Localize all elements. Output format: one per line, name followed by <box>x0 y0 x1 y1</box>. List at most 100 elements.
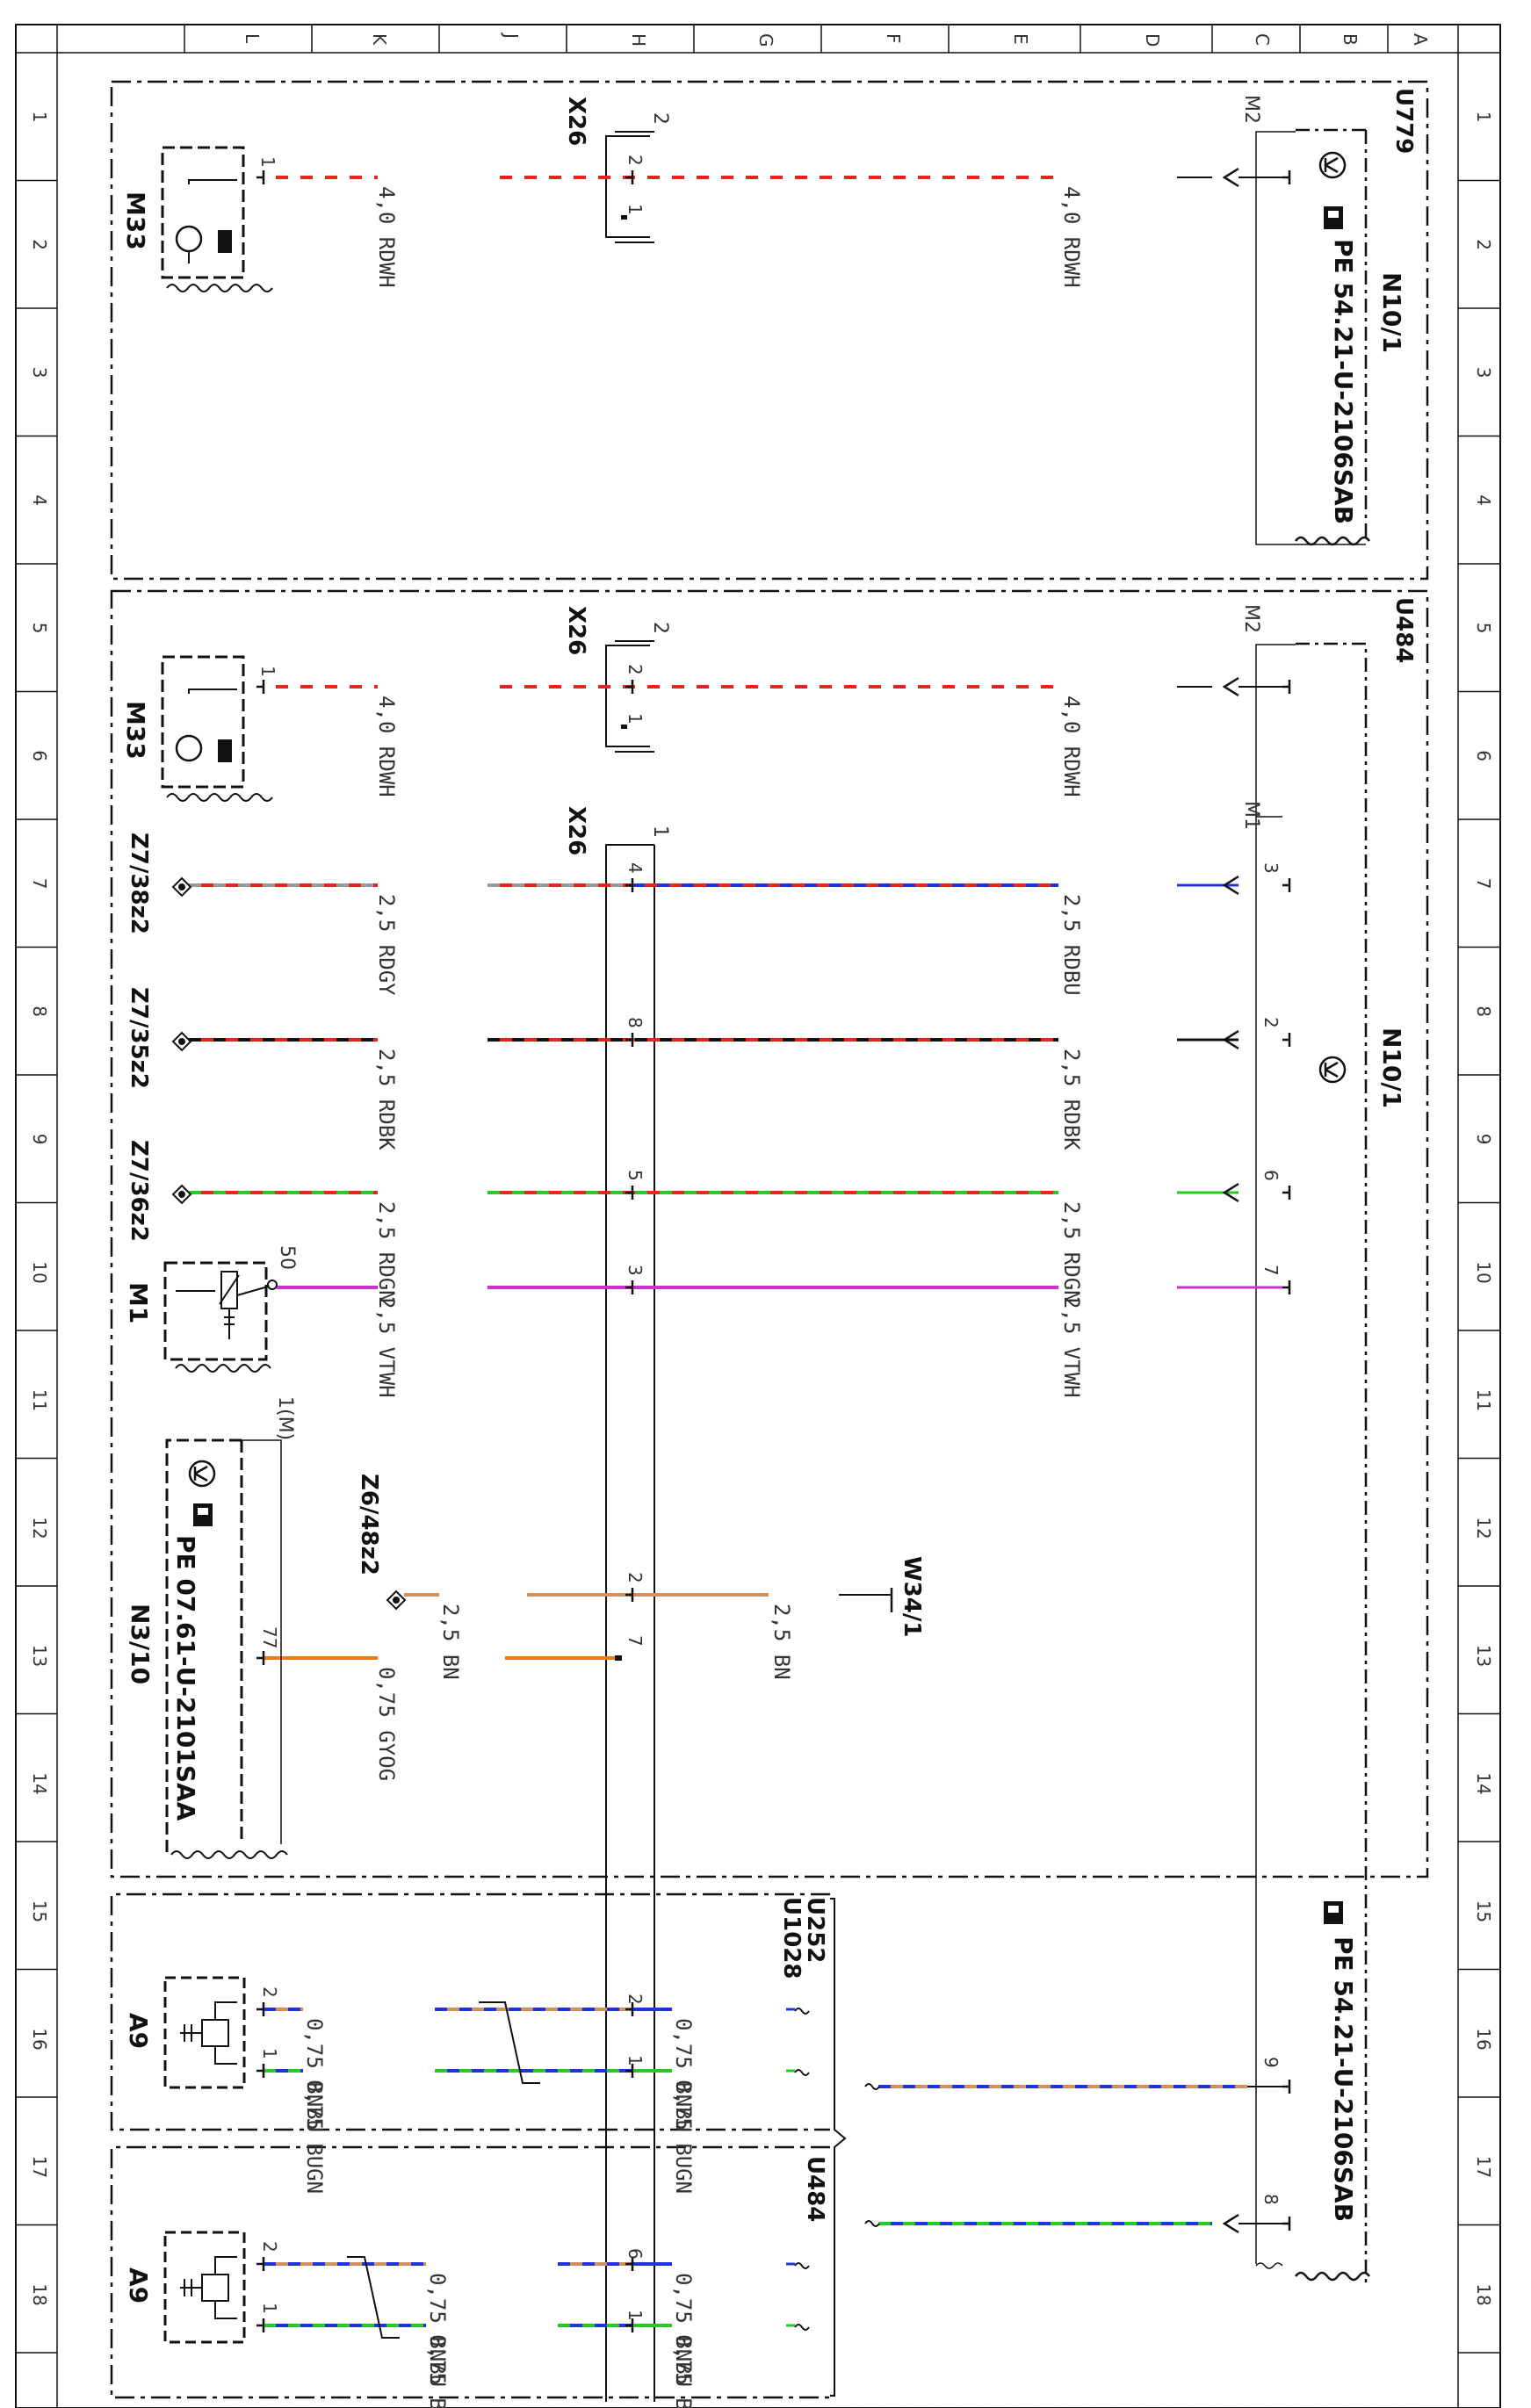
grid-row-label: 13 <box>1473 1645 1494 1667</box>
w34-1-label: W34/1 <box>899 1556 925 1637</box>
x26-main-num: 1 <box>649 825 671 838</box>
grid-row-label: 8 <box>1473 1006 1494 1017</box>
pin-m33t-1: 1 <box>257 156 278 168</box>
wire-continuation-marks <box>794 2008 880 2331</box>
grid-row-label: 17 <box>1473 2156 1494 2178</box>
pin-x26-1c: 1 <box>625 2310 646 2321</box>
grid-row-label: 3 <box>29 367 50 379</box>
grid-row-label: 10 <box>1473 1261 1494 1283</box>
pin-terminal <box>1282 878 1291 892</box>
m1-label: M1 <box>124 1282 153 1323</box>
pin-x26-6: 6 <box>625 2248 646 2260</box>
m33-top-motor <box>161 146 273 292</box>
wire-label: 2,5 RDGN <box>1059 1201 1084 1303</box>
pin-terminal <box>1282 1033 1291 1047</box>
wire-twist <box>479 2001 540 2084</box>
pin-x26-1b: 1 <box>625 2055 646 2066</box>
grid-row-label: 15 <box>1473 1900 1494 1922</box>
a9-upper-relay <box>163 1976 246 2089</box>
grid-row-label: 2 <box>29 239 50 250</box>
pin-a9l-2: 2 <box>259 2241 280 2253</box>
motor-icon <box>175 225 203 253</box>
wire-label: 4,0 RDWH <box>374 696 399 797</box>
pin-terminal <box>625 1186 634 1200</box>
pin-terminal <box>256 170 265 184</box>
wire-twist <box>347 2256 400 2339</box>
a9-lower-relay <box>163 2231 246 2344</box>
transistor-icon <box>1318 1056 1347 1084</box>
group-label-u484-lower: U484 <box>802 2156 828 2222</box>
pin-n10-8: 8 <box>1260 2194 1282 2205</box>
pin-terminal <box>625 2064 634 2078</box>
pin-x26t-1: 1 <box>625 204 646 215</box>
grid-row-label: 9 <box>29 1134 50 1145</box>
connector-arrow <box>1222 2213 1239 2234</box>
pin-terminal <box>256 680 265 694</box>
grid-row-label: 11 <box>29 1389 50 1411</box>
z7-36-label: Z7/36z2 <box>126 1140 152 1242</box>
n10-1-top-label: N10/1 <box>1377 272 1406 353</box>
a9-upper-label: A9 <box>124 2013 153 2049</box>
wire-label: 2,5 RDBK <box>1059 1049 1084 1150</box>
pin-terminal <box>625 2318 634 2332</box>
m33-mid-label: M33 <box>121 701 150 760</box>
grid-row-label: 11 <box>1473 1389 1494 1411</box>
x26-mid-connector <box>605 640 654 753</box>
a9-lower-label: A9 <box>124 2267 153 2303</box>
pin-x26-3: 3 <box>625 1265 646 1276</box>
grid-row-label: 14 <box>1473 1772 1494 1794</box>
grid-row-label: 6 <box>1473 750 1494 761</box>
grid-row-label: 4 <box>29 494 50 506</box>
pin-terminal <box>625 1588 634 1602</box>
z7-35-label: Z7/35z2 <box>126 987 152 1089</box>
connector-m1: M1 <box>1240 801 1262 830</box>
z7-38-label: Z7/38z2 <box>126 833 152 934</box>
x26-mid-label: X26 <box>563 606 589 655</box>
grid-row-label: 12 <box>1473 1517 1494 1539</box>
n10-1-enclosure-break <box>1255 2262 1283 2269</box>
wire-label: 2,5 VTWH <box>1059 1296 1084 1398</box>
connector-arrow <box>1222 875 1239 896</box>
grid-row-label: 18 <box>29 2283 50 2305</box>
wire-label: 2,5 RDGN <box>374 1201 399 1303</box>
pin-x26-8: 8 <box>625 1017 646 1028</box>
n3-10-pin-m: 1(M) <box>274 1396 296 1440</box>
transistor-icon <box>188 1460 216 1488</box>
hand-pointer-icon <box>1324 206 1343 229</box>
wire-label: 0,75 BNBU <box>671 2018 696 2132</box>
pin-terminal <box>625 1280 634 1294</box>
ground-point-icon <box>171 876 192 898</box>
hand-pointer-icon <box>1324 1901 1343 1924</box>
grid-row-label: 4 <box>1473 494 1494 506</box>
n10-1-bot-break <box>1295 2271 1370 2282</box>
wire-label: 0,75 BUGN <box>671 2080 696 2194</box>
grid-column-label: E <box>1010 33 1031 45</box>
wire-label: 2,5 RDBU <box>1059 894 1084 996</box>
pin-terminal <box>1282 170 1291 184</box>
grid-row-label: 1 <box>1473 112 1494 123</box>
wire-label: 0,75 BUGN <box>302 2080 327 2194</box>
pin-n10-2: 2 <box>1260 1017 1282 1028</box>
grid-row-label: 12 <box>29 1517 50 1539</box>
pin-terminal <box>256 2318 265 2332</box>
grid-row-label: 2 <box>1473 239 1494 250</box>
pin-terminal <box>625 2257 634 2271</box>
pin-terminal <box>1282 2217 1291 2231</box>
pin-x26-4: 4 <box>625 862 646 874</box>
grid-column-label: J <box>501 32 522 39</box>
x26-top-connector <box>605 131 654 243</box>
grid-row-label: 10 <box>29 1261 50 1283</box>
pin-x26-2b: 2 <box>625 1993 646 2005</box>
x26-mid-pin-1-marker <box>621 725 627 729</box>
hand-pointer-icon <box>193 1503 213 1526</box>
pin-n10-3: 3 <box>1260 862 1282 874</box>
grid-row-label: 16 <box>29 2028 50 2050</box>
group-frames <box>110 80 1429 2399</box>
pin-terminal <box>256 2064 265 2078</box>
grid-row-label: 8 <box>29 1006 50 1017</box>
pin-x26-5: 5 <box>625 1170 646 1181</box>
group-label-u252: U252 <box>802 1897 828 1963</box>
group-label-u484: U484 <box>1390 597 1417 663</box>
wire-label: 0,75 BNBU <box>671 2273 696 2387</box>
